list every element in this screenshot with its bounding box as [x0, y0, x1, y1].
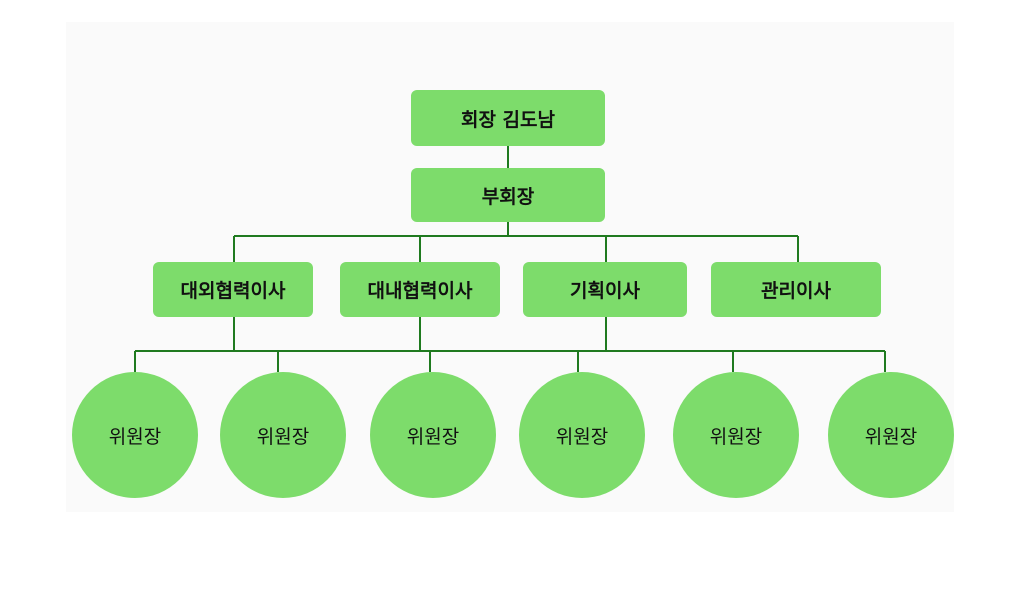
director-label: 대외협력이사 [180, 280, 286, 302]
committee-chair-label: 위원장 [709, 425, 763, 448]
director-label: 기획이사 [570, 280, 640, 302]
committee-chair-node: 위원장 [519, 372, 645, 498]
vice-chairman-label: 부회장 [481, 185, 535, 208]
director-label: 관리이사 [761, 280, 831, 302]
director-node-internal: 대내협력이사 [340, 262, 500, 317]
committee-chair-label: 위원장 [256, 425, 310, 448]
director-node-external: 대외협력이사 [153, 262, 313, 317]
vice-chairman-node: 부회장 [411, 168, 605, 222]
committee-chair-node: 위원장 [220, 372, 346, 498]
director-node-management: 관리이사 [711, 262, 881, 317]
director-label: 대내협력이사 [367, 280, 473, 302]
committee-chair-node: 위원장 [72, 372, 198, 498]
committee-chair-label: 위원장 [555, 425, 609, 448]
committee-chair-node: 위원장 [370, 372, 496, 498]
committee-chair-label: 위원장 [406, 425, 460, 448]
committee-chair-node: 위원장 [673, 372, 799, 498]
committee-chair-node: 위원장 [828, 372, 954, 498]
chairman-node: 회장 김도남 [411, 90, 605, 146]
director-node-planning: 기획이사 [523, 262, 687, 317]
committee-chair-label: 위원장 [864, 425, 918, 448]
committee-chair-label: 위원장 [108, 425, 162, 448]
chairman-label: 회장 김도남 [460, 108, 555, 131]
